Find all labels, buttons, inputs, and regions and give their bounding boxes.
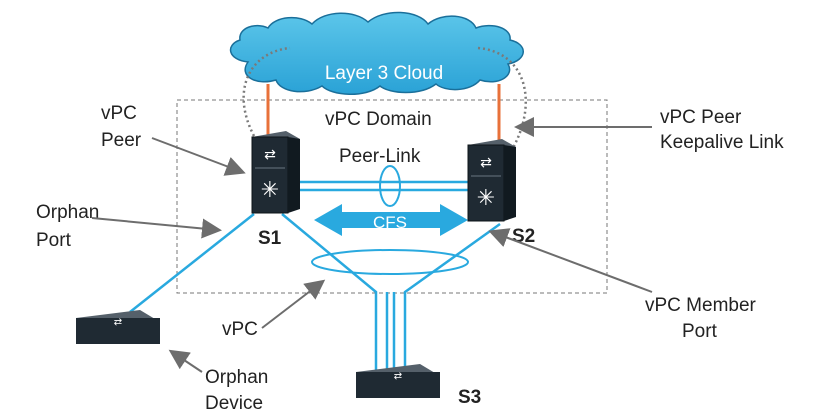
vpc-label: vPC (222, 319, 258, 340)
orphan-port-label-line1: Orphan (36, 202, 99, 223)
keepalive-label-line1: vPC Peer (660, 107, 742, 128)
vpc-peer-label-line1: vPC (101, 103, 137, 124)
orphan-link (129, 213, 255, 313)
arrow-orphan-device (168, 349, 203, 373)
vpc-member-links (281, 213, 501, 370)
nexus-switch-icon: ⇄ ✳ (251, 131, 300, 214)
member-port-label-line2: Port (682, 321, 718, 342)
vpc-peer-label-line2: Peer (101, 130, 142, 151)
access-switch-icon: ⇄ (76, 310, 160, 344)
vpc-domain-box (176, 99, 608, 294)
svg-text:⇄: ⇄ (394, 371, 402, 382)
keepalive-link (242, 46, 527, 147)
orphan-port-label-line2: Port (36, 230, 72, 251)
switch-s3-label: S3 (458, 387, 481, 408)
cfs-arrow: CFS (314, 204, 468, 236)
orphan-device-label-line2: Device (205, 393, 263, 414)
svg-text:✳: ✳ (261, 178, 279, 203)
arrow-vpc-peer (151, 137, 246, 176)
peer-link (290, 165, 470, 207)
svg-text:⇄: ⇄ (264, 147, 276, 163)
peer-link-label: Peer-Link (339, 146, 421, 167)
svg-text:⇄: ⇄ (480, 155, 492, 171)
cfs-label: CFS (373, 213, 407, 232)
layer3-cloud: Layer 3 Cloud (229, 11, 524, 95)
cloud-label: Layer 3 Cloud (325, 63, 443, 84)
svg-text:✳: ✳ (477, 186, 495, 211)
arrow-orphan-port (91, 217, 222, 239)
nexus-switch-icon: ⇄ ✳ (467, 139, 516, 222)
vpc-bundle-ellipse (311, 249, 469, 275)
arrow-vpc (261, 279, 326, 329)
switch-s1-label: S1 (258, 228, 282, 249)
callout-arrows (91, 117, 653, 373)
access-switch-icon: ⇄ (356, 364, 440, 398)
orphan-device-label-line1: Orphan (205, 367, 268, 388)
arrow-member-port (488, 228, 653, 293)
vpc-domain-label: vPC Domain (325, 109, 432, 130)
keepalive-label-line2: Keepalive Link (660, 132, 784, 153)
svg-text:⇄: ⇄ (114, 317, 122, 328)
member-port-label-line1: vPC Member (645, 295, 757, 316)
